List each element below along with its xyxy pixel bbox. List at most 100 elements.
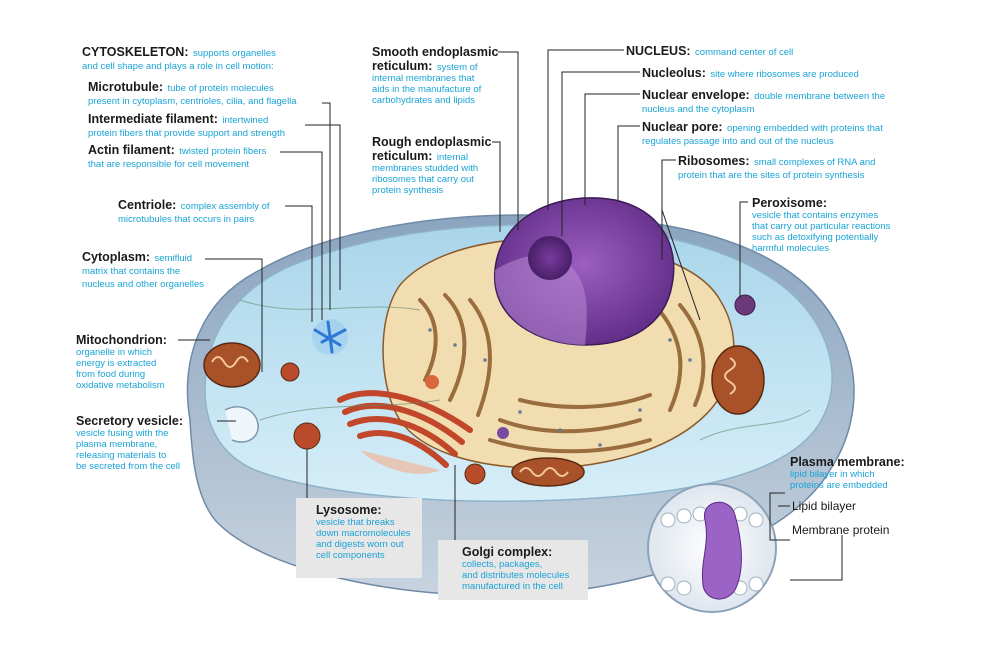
ribosomes-desc-2: protein that are the sites of protein sy…	[678, 170, 865, 181]
ribosomes-desc-1: small complexes of RNA and	[754, 157, 876, 168]
cytoplasm-desc-2: matrix that contains the	[82, 266, 181, 277]
microtubule-desc-2: present in cytoplasm, centrioles, cilia,…	[88, 96, 297, 107]
nuclear-envelope-desc-1: double membrane between the	[754, 91, 886, 102]
nucleus-desc-1: command center of cell	[695, 47, 794, 58]
lysosome-shape	[293, 422, 321, 450]
label-nucleus: NUCLEUS: command center of cell	[626, 44, 866, 58]
golgi-desc-1: collects, packages,	[462, 559, 543, 570]
microtubule-desc-1: tube of protein molecules	[167, 83, 274, 94]
lysosome-title: Lysosome:	[316, 503, 382, 517]
nuclear-envelope-desc-2: nucleus and the cytoplasm	[642, 104, 755, 115]
golgi-title: Golgi complex:	[462, 545, 553, 559]
cytoplasm-title: Cytoplasm:	[82, 250, 151, 264]
label-smooth-er: Smooth endoplasmic reticulum: system of …	[372, 45, 502, 106]
centriole-title: Centriole:	[118, 198, 177, 212]
label-membrane-protein: Membrane protein	[792, 523, 890, 537]
microtubule-title: Microtubule:	[88, 80, 163, 94]
label-mitochondrion: Mitochondrion: organelle in which energy…	[76, 333, 186, 391]
secretory-notch	[224, 406, 259, 443]
plasma-membrane-title: Plasma membrane:	[790, 455, 905, 469]
rough-er-desc-3: ribosomes that carry out	[372, 174, 474, 185]
label-intermediate-filament: Intermediate filament: intertwined prote…	[88, 112, 318, 139]
intermediate-filament-title: Intermediate filament:	[88, 112, 218, 126]
intermediate-filament-desc-1: intertwined	[222, 115, 269, 126]
golgi-desc-2: and distributes molecules	[462, 570, 570, 581]
label-nucleolus: Nucleolus: site where ribosomes are prod…	[642, 66, 902, 80]
nucleolus-desc-1: site where ribosomes are produced	[710, 69, 859, 80]
peroxisome-desc-2: that carry out particular reactions	[752, 221, 891, 232]
nucleolus-shape	[528, 236, 572, 280]
secretory-vesicle-desc-2: plasma membrane,	[76, 439, 158, 450]
nuclear-pore-desc-1: opening embedded with proteins that	[727, 123, 883, 134]
plasma-membrane-desc-1: lipid bilayer in which	[790, 469, 875, 480]
mitochondrion-desc-2: energy is extracted	[76, 358, 157, 369]
lysosome-desc-2: down macromolecules	[316, 528, 411, 539]
actin-filament-title: Actin filament:	[88, 143, 175, 157]
nuclear-pore-desc-2: regulates passage into and out of the nu…	[642, 136, 834, 147]
smooth-er-desc-1: system of	[436, 62, 478, 73]
label-microtubule: Microtubule: tube of protein molecules p…	[88, 80, 328, 107]
plasma-membrane-desc-2: proteins are embedded	[790, 480, 888, 491]
secretory-vesicle-desc-3: releasing materials to	[76, 450, 167, 461]
rough-er-title-2: reticulum:	[372, 149, 433, 163]
peroxisome-desc-1: vesicle that contains enzymes	[752, 210, 879, 221]
cytoskeleton-title: CYTOSKELETON:	[82, 45, 189, 59]
label-actin-filament: Actin filament: twisted protein fibers t…	[88, 143, 308, 170]
label-cytoskeleton: CYTOSKELETON: supports organelles and ce…	[82, 45, 342, 72]
mitochondrion-desc-4: oxidative metabolism	[76, 380, 165, 391]
secretory-vesicle-title: Secretory vesicle:	[76, 414, 184, 428]
lipid-heads	[660, 506, 764, 596]
mitochondrion-left	[203, 342, 261, 388]
label-nuclear-envelope: Nuclear envelope: double membrane betwee…	[642, 88, 912, 115]
nucleolus-title: Nucleolus:	[642, 66, 706, 80]
label-cytoplasm: Cytoplasm: semifluid matrix that contain…	[82, 250, 242, 290]
mitochondrion-title: Mitochondrion:	[76, 333, 167, 347]
label-lipid-bilayer: Lipid bilayer	[792, 499, 857, 513]
label-rough-er: Rough endoplasmic reticulum: internal me…	[372, 135, 496, 196]
smooth-er-title-2: reticulum:	[372, 59, 433, 73]
ribosomes-title: Ribosomes:	[678, 154, 750, 168]
label-secretory-vesicle: Secretory vesicle: vesicle fusing with t…	[76, 414, 216, 472]
mitochondrion-desc-3: from food during	[76, 369, 146, 380]
label-golgi: Golgi complex: collects, packages, and d…	[462, 545, 586, 592]
label-lysosome: Lysosome: vesicle that breaks down macro…	[316, 503, 420, 561]
nuclear-envelope-title: Nuclear envelope:	[642, 88, 750, 102]
rough-er-desc-1: internal	[436, 152, 469, 163]
nuclear-pore-title: Nuclear pore:	[642, 120, 723, 134]
nucleus-cut	[494, 255, 587, 345]
leader-lines	[178, 49, 843, 581]
centriole-shape	[313, 320, 347, 354]
cytoplasm-desc-1: semifluid	[154, 253, 193, 264]
rough-er-desc-4: protein synthesis	[372, 185, 444, 196]
lysosome-desc-3: and digests worn out	[316, 539, 404, 550]
mitochondrion-desc-1: organelle in which	[76, 347, 153, 358]
label-centriole: Centriole: complex assembly of microtubu…	[118, 198, 318, 225]
label-plasma-membrane: Plasma membrane: lipid bilayer in which …	[790, 455, 920, 491]
vesicle-bottom	[464, 463, 486, 485]
rough-er-title-1: Rough endoplasmic	[372, 135, 492, 149]
nucleus-title: NUCLEUS:	[626, 44, 691, 58]
golgi-desc-3: manufactured in the cell	[462, 581, 563, 592]
cytoskeleton-desc-2: and cell shape and plays a role in cell …	[82, 61, 274, 72]
secretory-vesicle-desc-1: vesicle fusing with the	[76, 428, 169, 439]
lysosome-panel	[296, 498, 422, 578]
smooth-er-title-1: Smooth endoplasmic	[372, 45, 499, 59]
smooth-er-desc-4: carbohydrates and lipids	[372, 95, 475, 106]
smooth-er-desc-3: aids in the manufacture of	[372, 84, 482, 95]
peroxisome-desc-3: such as detoxifying potentially	[752, 232, 879, 243]
membrane-protein-shape	[701, 501, 742, 600]
cytoskeleton-desc-1: supports organelles	[192, 48, 276, 59]
lysosome-desc-4: cell components	[316, 550, 385, 561]
intermediate-filament-desc-2: protein fibers that provide support and …	[88, 128, 285, 139]
cytoplasm-desc-3: nucleus and other organelles	[82, 279, 205, 290]
vesicle-small	[280, 362, 300, 382]
rough-er-desc-2: membranes studded with	[372, 163, 479, 174]
mitochondrion-right	[711, 345, 765, 415]
centriole-desc-2: microtubules that occurs in pairs	[118, 214, 255, 225]
label-ribosomes: Ribosomes: small complexes of RNA and pr…	[678, 154, 908, 181]
smooth-er-desc-2: internal membranes that	[372, 73, 475, 84]
golgi-shape	[337, 390, 473, 468]
label-nuclear-pore: Nuclear pore: opening embedded with prot…	[642, 120, 912, 147]
peroxisome-desc-4: harmful molecules	[752, 243, 830, 254]
